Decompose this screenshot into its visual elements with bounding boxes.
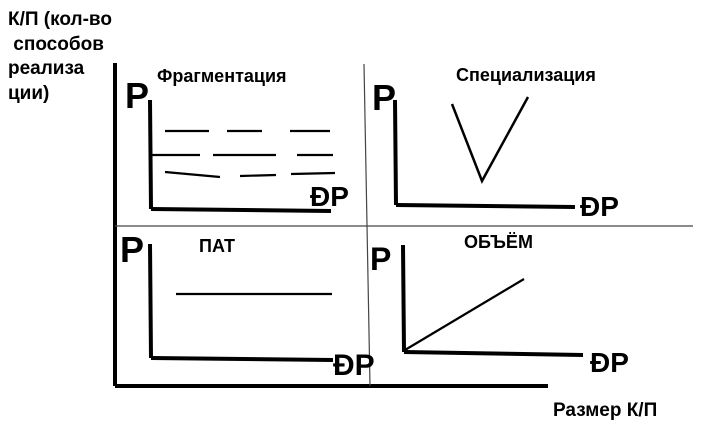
quadrant-title: ПАТ (199, 236, 235, 256)
quadrant-title: ОБЪЁМ (464, 232, 533, 252)
quadrant-fragmentation: Фрагментация P ĐP (125, 66, 349, 213)
x-axis (150, 356, 334, 362)
y-axis-label: К/П (кол-во способов реализа ции) (8, 9, 112, 104)
x-axis-label: Размер К/П (553, 400, 658, 421)
quadrant-specialization: Специализация P ĐP (372, 65, 619, 222)
x-axis (403, 350, 584, 357)
y-axis-letter: P (125, 75, 149, 116)
x-axis-letter: ĐP (590, 347, 629, 378)
x-axis-letter: ĐP (580, 191, 619, 222)
x-axis-letter: ĐP (310, 181, 349, 212)
x-axis (395, 203, 576, 209)
y-axis-letter: P (372, 77, 396, 118)
y-axis-letter: P (120, 229, 144, 270)
quadrant-volume: ОБЪЁМ P ĐP (370, 232, 629, 378)
y-axis (148, 243, 153, 359)
quadrant-pat: ПАТ P ĐP (120, 229, 375, 382)
y-axis-letter: P (370, 241, 391, 277)
y-axis (393, 99, 398, 206)
x-axis-letter: ĐP (333, 349, 375, 382)
quadrant-title: Фрагментация (157, 66, 287, 86)
dashed-curves (152, 129, 336, 179)
quadrant-title: Специализация (456, 65, 596, 85)
v-curve (450, 96, 530, 184)
rising-line (404, 278, 525, 351)
vertical-divider (363, 63, 371, 387)
y-axis (148, 99, 153, 210)
y-axis (401, 244, 406, 353)
x-axis (150, 207, 332, 213)
